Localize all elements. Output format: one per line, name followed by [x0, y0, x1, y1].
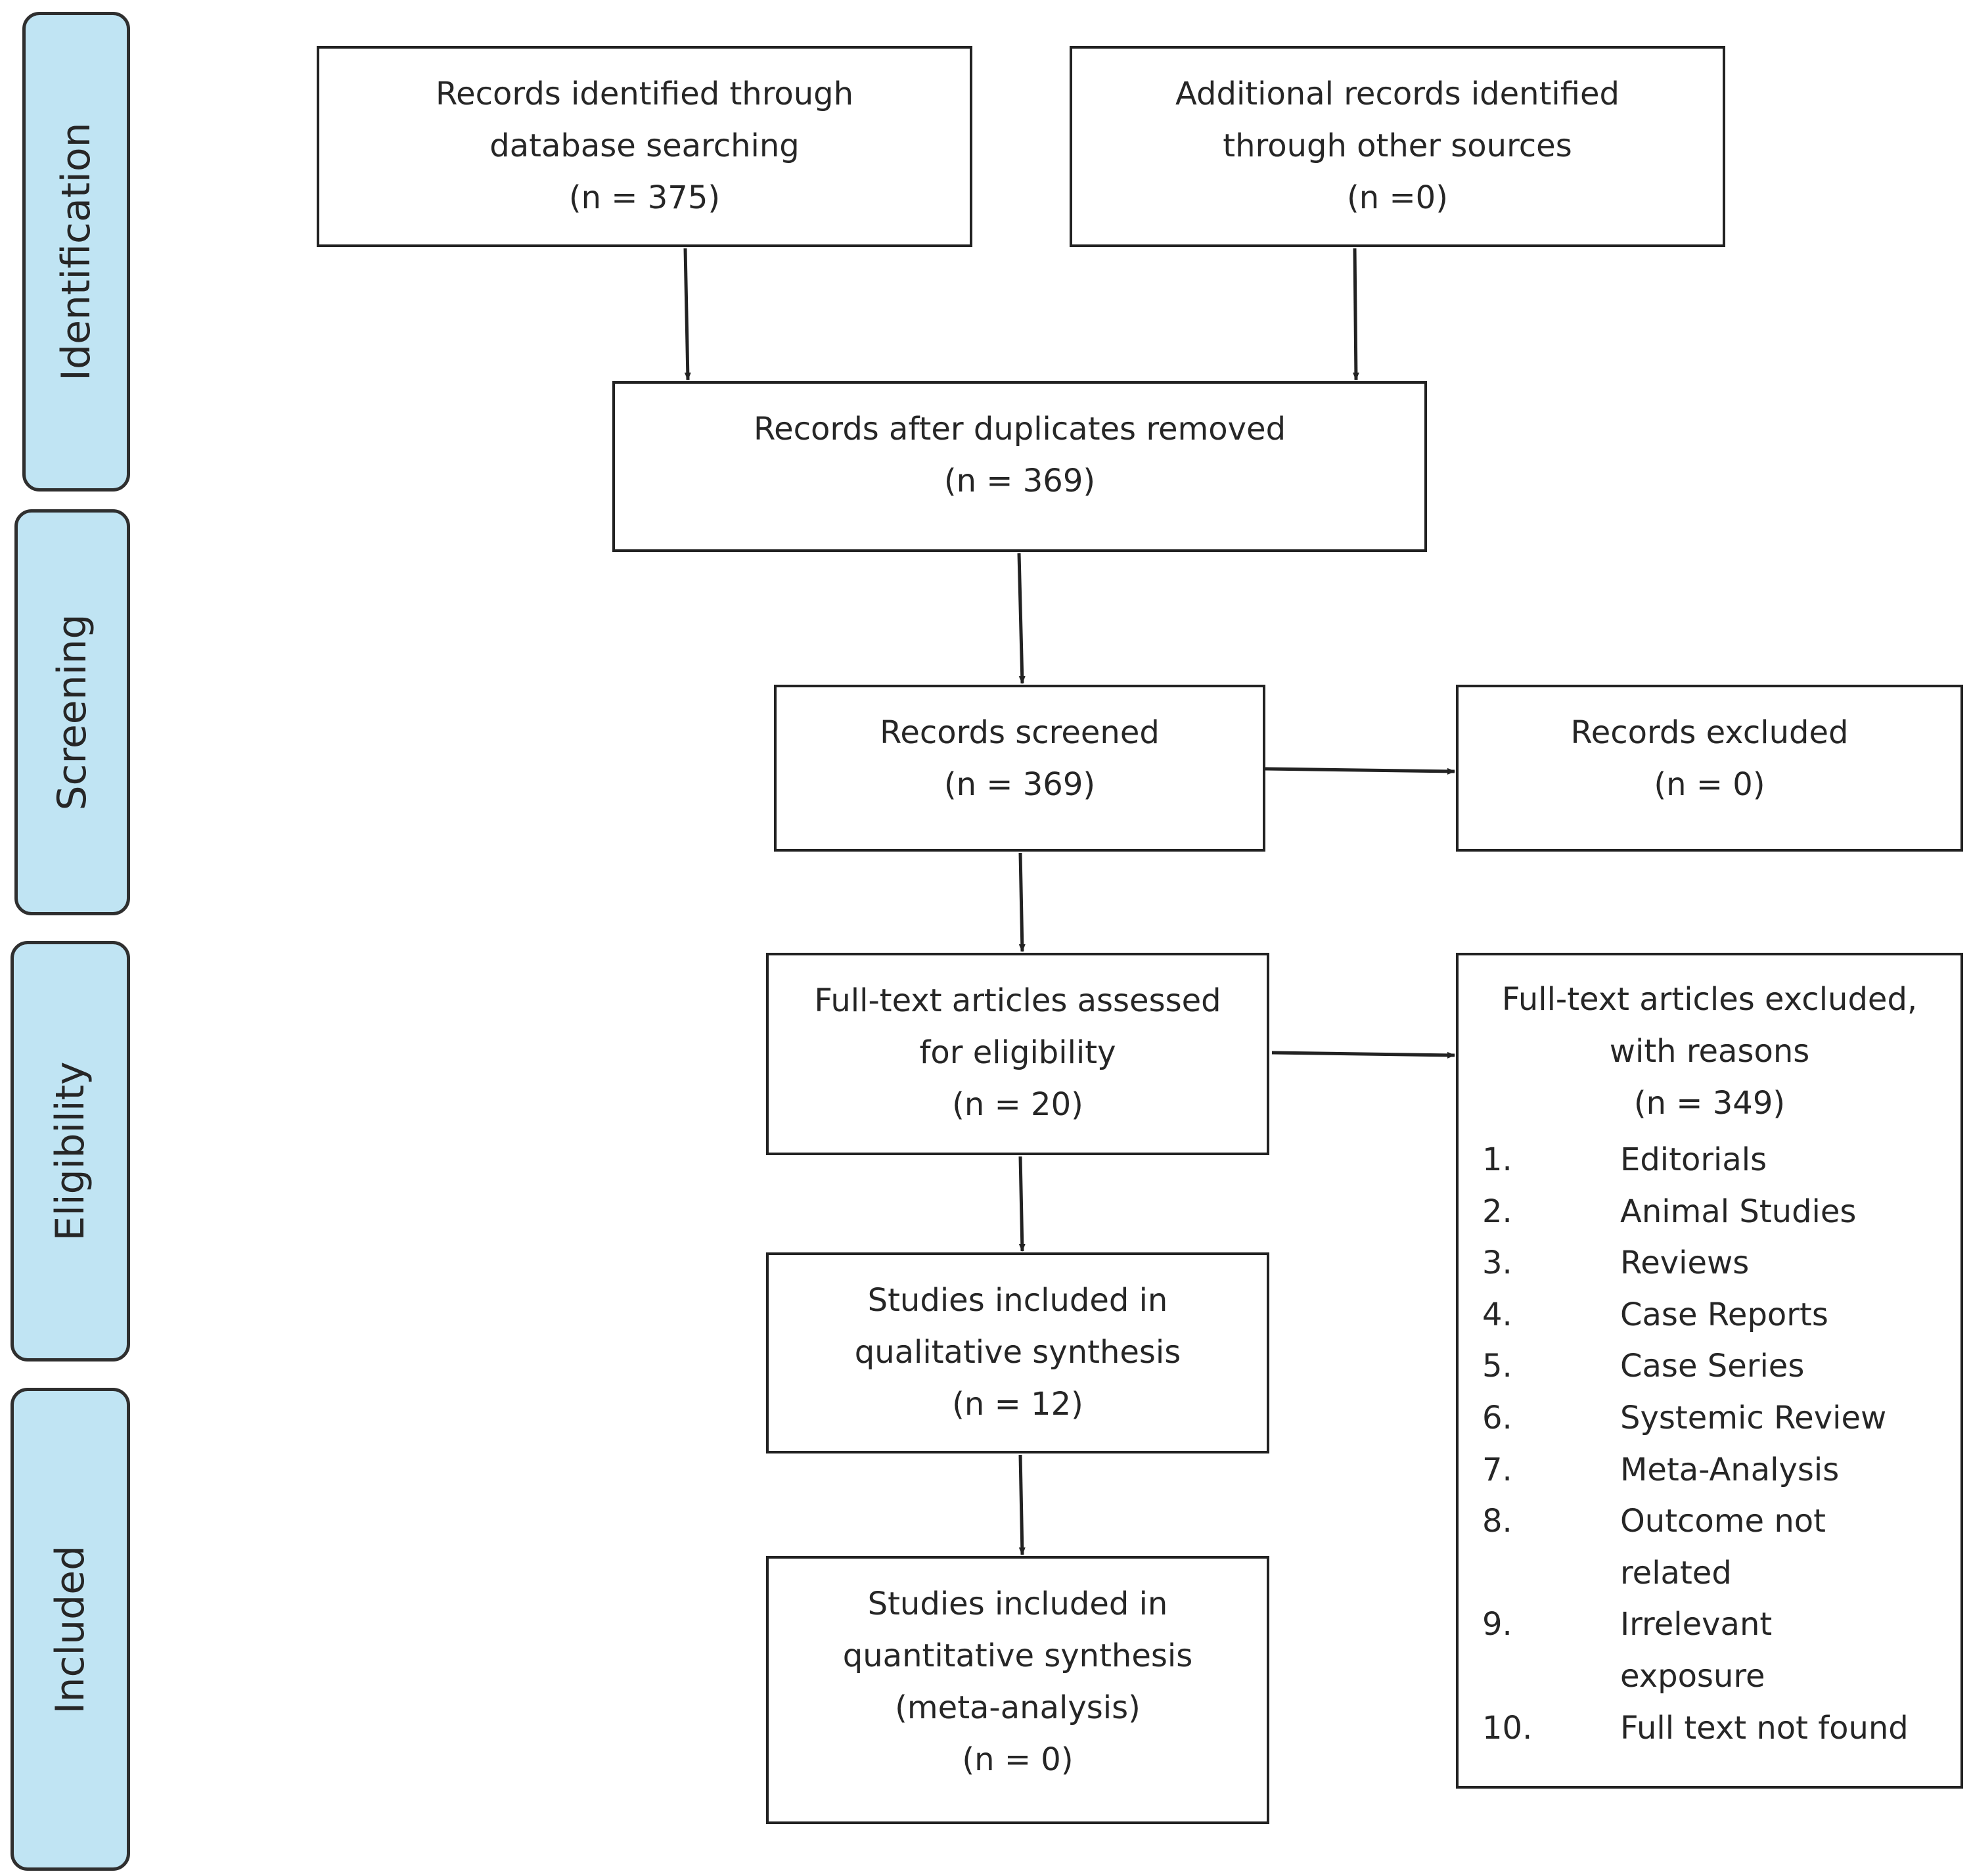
box-line: Records excluded: [1570, 714, 1849, 751]
stage-identification: Identification: [22, 12, 130, 492]
reason-text: Meta-Analysis: [1620, 1451, 1840, 1488]
reason-number: 2.: [1482, 1193, 1512, 1230]
box-line: Records identified through: [435, 76, 854, 112]
stage-label-text: Eligibility: [47, 1061, 93, 1241]
box-line: (n = 20): [952, 1086, 1083, 1123]
reason-text: Editorials: [1620, 1141, 1767, 1178]
reason-text: Case Reports: [1620, 1296, 1828, 1333]
arrow-database-to-duplicates: [683, 248, 691, 380]
box-line: (n = 12): [952, 1386, 1083, 1423]
list-item: 8. Outcome not related: [1482, 1496, 1947, 1599]
reason-text: Outcome not related: [1620, 1503, 1826, 1591]
reason-number: 1.: [1482, 1141, 1512, 1178]
box-other-sources: Additional records identified through ot…: [1070, 46, 1725, 247]
stage-screening: Screening: [14, 509, 130, 915]
list-item: 10. Full text not found: [1482, 1703, 1947, 1754]
list-item: 2. Animal Studies: [1482, 1186, 1947, 1238]
box-line: for eligibility: [919, 1034, 1116, 1071]
box-line: Studies included in: [867, 1282, 1168, 1319]
reason-number: 6.: [1482, 1399, 1512, 1436]
box-line: Full-text articles assessed: [814, 982, 1221, 1019]
box-line: through other sources: [1223, 127, 1572, 164]
box-records-excluded: Records excluded (n = 0): [1456, 685, 1963, 852]
arrow-screened-to-excluded: [1265, 767, 1455, 775]
reason-text: Full text not found: [1620, 1709, 1909, 1747]
reason-text: Reviews: [1620, 1245, 1750, 1282]
reason-text: Animal Studies: [1620, 1193, 1857, 1230]
arrow-full-text-to-excluded: [1271, 1051, 1455, 1059]
box-line: database searching: [489, 127, 800, 164]
arrow-full-text-to-qualitative: [1018, 1156, 1026, 1252]
reason-text: Case Series: [1620, 1348, 1805, 1385]
box-line: (n = 375): [568, 179, 721, 216]
reason-number: 10.: [1482, 1709, 1533, 1747]
list-item: 3. Reviews: [1482, 1237, 1947, 1289]
box-line: with reasons: [1609, 1033, 1810, 1070]
stage-included: Included: [11, 1388, 130, 1871]
reason-number: 4.: [1482, 1296, 1512, 1333]
list-item: 7. Meta-Analysis: [1482, 1444, 1947, 1496]
box-line: qualitative synthesis: [854, 1334, 1181, 1371]
reason-text: Systemic Review: [1620, 1399, 1887, 1436]
exclusion-reasons-list: 1.Editorials 2.Animal Studies 3.Reviews …: [1482, 1134, 1947, 1754]
box-records-screened: Records screened (n = 369): [774, 685, 1265, 852]
stage-label-text: Identification: [53, 122, 99, 381]
box-line: (n = 0): [962, 1741, 1074, 1778]
arrow-screened-to-full-text: [1018, 852, 1026, 952]
arrow-other-to-duplicates: [1352, 248, 1359, 380]
list-item: 6. Systemic Review: [1482, 1392, 1947, 1444]
box-line: quantitative synthesis: [842, 1637, 1193, 1674]
arrow-duplicates-to-screened: [1017, 553, 1026, 684]
box-line: (n = 0): [1654, 766, 1765, 803]
reason-number: 7.: [1482, 1451, 1512, 1488]
box-line: Full-text articles excluded,: [1501, 981, 1918, 1018]
box-after-duplicates: Records after duplicates removed (n = 36…: [612, 381, 1427, 552]
list-item: 9. Irrelevant exposure: [1482, 1599, 1947, 1702]
reason-number: 9.: [1482, 1606, 1512, 1643]
box-line: Records after duplicates removed: [753, 411, 1286, 447]
box-line: Studies included in: [867, 1586, 1168, 1622]
reason-number: 5.: [1482, 1348, 1512, 1385]
reason-text: Irrelevant exposure: [1620, 1606, 1773, 1695]
box-qualitative-synthesis: Studies included in qualitative synthesi…: [766, 1252, 1269, 1453]
list-item: 4. Case Reports: [1482, 1289, 1947, 1341]
list-item: 1. Editorials: [1482, 1134, 1947, 1186]
box-full-text-excluded: Full-text articles excluded, with reason…: [1456, 953, 1963, 1789]
stage-label-text: Screening: [49, 614, 95, 811]
box-quantitative-synthesis: Studies included in quantitative synthes…: [766, 1556, 1269, 1824]
stage-label-text: Included: [47, 1545, 93, 1714]
box-line: (n = 369): [943, 766, 1096, 803]
box-line: (n =0): [1347, 179, 1448, 216]
arrow-qualitative-to-quantitative: [1018, 1454, 1026, 1555]
box-line: Additional records identified: [1175, 76, 1620, 112]
box-line: (n = 349): [1633, 1085, 1786, 1122]
box-full-text-assessed: Full-text articles assessed for eligibil…: [766, 953, 1269, 1155]
box-line: Records screened: [880, 714, 1160, 751]
box-database-records: Records identified through database sear…: [317, 46, 972, 247]
reason-number: 8.: [1482, 1503, 1512, 1540]
list-item: 5. Case Series: [1482, 1340, 1947, 1392]
box-line: (meta-analysis): [895, 1689, 1141, 1726]
stage-eligibility: Eligibility: [11, 941, 130, 1361]
reason-number: 3.: [1482, 1245, 1512, 1282]
box-line: (n = 369): [943, 463, 1096, 499]
